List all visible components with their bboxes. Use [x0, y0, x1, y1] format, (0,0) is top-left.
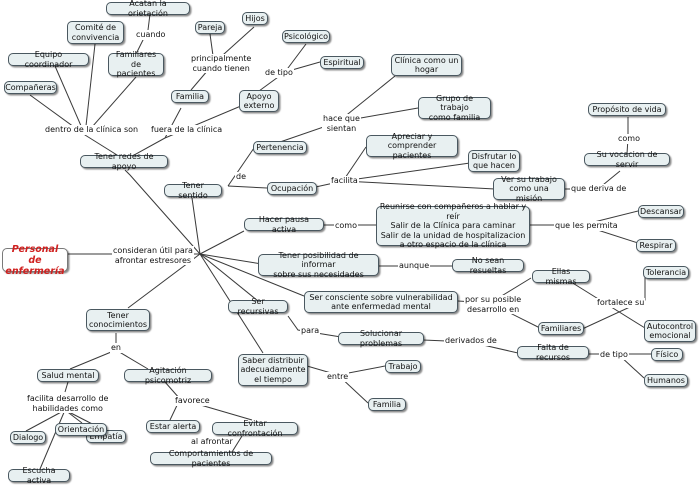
connector [54, 65, 86, 136]
node-familia-apoyo: Familia [171, 90, 209, 103]
node-acatan-orietacion: Acatan la orietación [106, 0, 190, 18]
node-salud-mental: Salud mental [37, 369, 99, 382]
connector [342, 146, 367, 182]
node-evitar-confrontacion: Evitar confrontación [212, 419, 298, 438]
link-label-como-vocacion: como [617, 134, 641, 144]
node-trabajo: Trabajo [385, 360, 421, 373]
link-label-facilita-desarrollo: facilita desarrollo de habilidades como [26, 394, 110, 413]
node-tener-sentido: Tener sentido [164, 181, 222, 200]
link-label-permita: que les permita [554, 221, 619, 231]
connector [227, 147, 255, 187]
link-label-consideran-util: consideran útil para afrontar estresores [112, 246, 194, 265]
node-equipo-coordinador: Equipo coordinador [8, 50, 89, 69]
node-distribuir-tiempo: Saber distribuir adecuadamente el tiempo [238, 354, 308, 386]
connector [199, 253, 305, 297]
link-label-en: en [110, 343, 122, 353]
node-respirar: Respirar [636, 239, 676, 252]
link-label-favorece: favorece [174, 396, 211, 406]
connector [342, 180, 496, 190]
node-companeras: Compañeras [4, 81, 57, 94]
node-trabajo-mision: Ver su trabajo como una misión [493, 175, 565, 203]
connector [199, 253, 259, 302]
link-label-que-deriva: que deriva de [570, 184, 628, 194]
link-label-de-tipo-recursos: de tipo [599, 350, 629, 360]
node-consciente-vulnerabilidad: Ser consciente sobre vulnerabilidad ante… [304, 291, 458, 313]
node-familiares: Familiares [538, 322, 584, 335]
node-tolerancia: Tolerancia [643, 266, 689, 279]
node-grupo-trabajo-familia: Grupo de trabajo como familia [418, 94, 491, 122]
link-label-derivados: derivados de [444, 336, 498, 346]
node-apoyo-externo: Apoyo externo [239, 90, 279, 112]
connector [115, 349, 149, 370]
node-solucionar-problemas: Solucionar problemas [338, 329, 424, 348]
link-label-facilita: facilita [330, 176, 359, 186]
connector [342, 162, 471, 182]
connector [191, 197, 201, 255]
node-ser-recursivas: Ser recursivas [228, 297, 288, 316]
node-hacer-pausa-activa: Hacer pausa activa [244, 215, 324, 234]
link-label-fuera-clinica: fuera de la clínica [150, 125, 224, 135]
node-escucha-activa: Escucha activa [8, 466, 70, 485]
link-label-aunque: aunque [398, 261, 431, 271]
connector [25, 409, 66, 432]
node-dialogo: Dialogo [10, 431, 46, 444]
node-no-sean-resueltas: No sean resueltas [452, 256, 524, 275]
connector [64, 381, 69, 393]
link-label-para: para [300, 326, 321, 336]
node-pareja: Pareja [195, 21, 225, 34]
node-espiritual: Espiritual [320, 56, 364, 69]
connector [199, 230, 245, 255]
connector [124, 169, 201, 255]
node-fisico: Físico [651, 348, 683, 361]
node-ellas-mismas: Ellas mismas [532, 267, 590, 286]
node-orientacion: Orientación [55, 423, 107, 436]
node-familia-tiempo: Familia [368, 398, 406, 411]
connector [199, 253, 263, 265]
node-reunirse-companeros: Reunirse con compañeros a hablar y reír … [376, 202, 530, 249]
link-label-fortalece: fortalece su [596, 298, 646, 308]
node-familiares-pacientes: Familiares de pacientes [108, 50, 164, 78]
node-disfrutar-hacen: Disfrutar lo que hacen [468, 150, 520, 172]
node-vocacion-servir: Su vocacion de servir [584, 150, 670, 169]
connector [227, 185, 268, 189]
node-pertenencia: Pertenencia [253, 141, 307, 154]
node-comite-convivencia: Comité de convivencia [67, 21, 124, 44]
connector [287, 315, 342, 338]
connector [284, 43, 307, 73]
connector [39, 409, 66, 470]
node-tener-redes-apoyo: Tener redes de apoyo [80, 152, 168, 171]
link-label-dentro-clinica: dentro de la clínica son [44, 125, 140, 135]
node-comportamientos-pacientes: Comportamientos de pacientes [150, 449, 272, 468]
node-hijos: Hijos [242, 12, 268, 25]
node-humanos: Humanos [644, 374, 688, 387]
connector [84, 43, 96, 136]
root-node-personal-enfermeria: Personal de enfermería [2, 244, 68, 277]
link-label-al-afrontar: al afrontar [190, 437, 234, 447]
link-label-cuando: cuando [135, 30, 167, 40]
node-agitacion-psicomotriz: Agitación psicomotriz [124, 366, 212, 385]
link-label-posible-desarrollo: por su posible desarrollo en [464, 295, 523, 314]
node-apreciar-comprender: Apreciar y comprender pacientes [366, 132, 458, 160]
link-label-como-pausa: como [334, 221, 358, 231]
node-autocontrol-emocional: Autocontrol emocional [644, 320, 696, 342]
node-psicologico: Psicológico [282, 30, 330, 43]
node-clinica-hogar: Clínica como un hogar [391, 54, 462, 76]
node-tener-conocimientos: Tener conocimientos [86, 309, 150, 331]
node-estar-alerta: Estar alerta [146, 420, 200, 433]
node-ocupacion: Ocupación [267, 182, 317, 195]
node-falta-recursos: Falta de recursos [517, 343, 589, 362]
node-proposito-vida: Propósito de vida [588, 103, 666, 116]
link-label-hace-que: hace que sientan [322, 114, 361, 133]
node-informar-necesidades: Tener posibilidad de informar sobre sus … [258, 251, 379, 279]
node-descansar: Descansar [638, 205, 684, 218]
link-label-principalmente: principalmente cuando tienen [190, 54, 253, 73]
link-label-entre: entre [326, 372, 350, 382]
link-label-de: de [235, 172, 247, 182]
link-label-de-tipo: de tipo [264, 68, 294, 78]
